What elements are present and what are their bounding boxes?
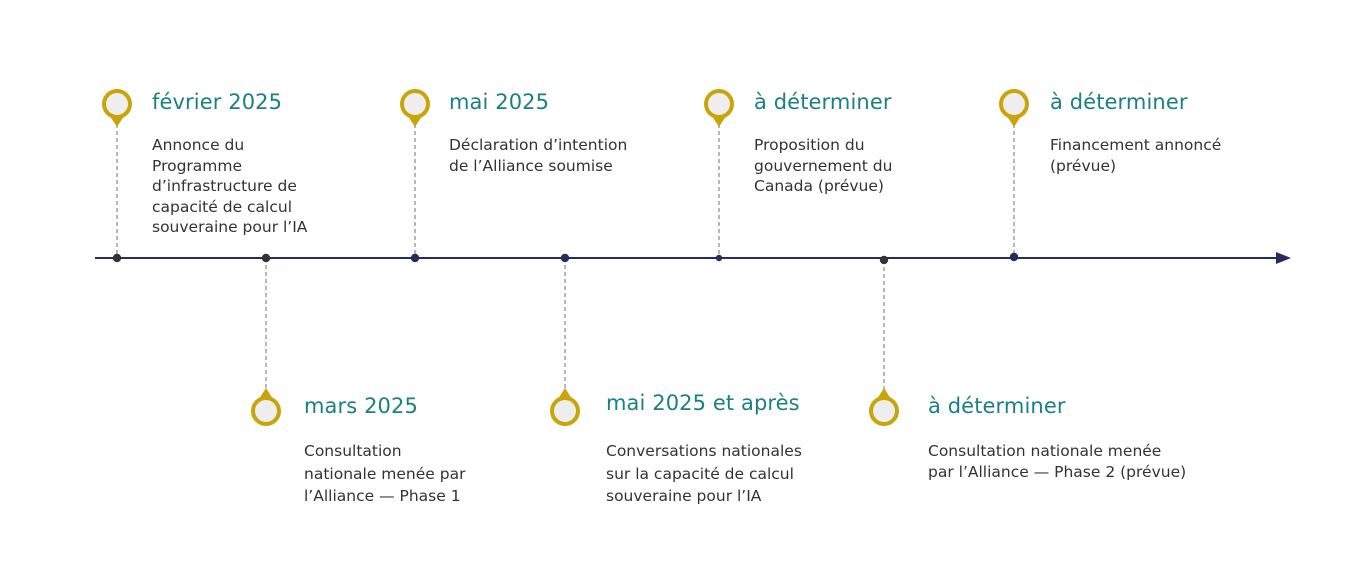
map-pin-icon (999, 89, 1029, 127)
event-description-line: sur la capacité de calcul (606, 464, 794, 483)
map-pin-icon (550, 388, 580, 426)
event-description-line: nationale menée par (304, 464, 466, 483)
event-description: Annonce du Programme d’infrastructure de… (152, 135, 307, 238)
timeline-dot (410, 253, 420, 263)
event-description: Conversations nationales sur la capacité… (606, 440, 802, 508)
timeline-marker (102, 89, 132, 258)
event-description-line: souveraine pour l’IA (152, 218, 308, 236)
event-description-line: gouvernement du (754, 156, 893, 175)
map-pin-icon (704, 89, 734, 127)
pin-head (704, 89, 734, 119)
event-description: Consultation nationale menée par l’Allia… (304, 440, 465, 508)
timeline-dot (112, 253, 122, 263)
timeline-dot (1009, 252, 1019, 262)
event-description-line: l’Alliance — Phase 1 (304, 487, 461, 505)
event-date: mars 2025 (304, 394, 418, 418)
event-description: Consultation nationale menée par l’Allia… (928, 441, 1186, 482)
event-description-line: Conversations nationales (606, 442, 802, 460)
map-pin-icon (251, 388, 281, 426)
pin-head (102, 89, 132, 119)
event-date: mai 2025 et après (606, 391, 800, 415)
event-description-line: capacité de calcul (152, 197, 293, 216)
event-description: Proposition du gouvernement du Canada (p… (754, 135, 892, 197)
event-description-line: Financement annoncé (1050, 136, 1222, 154)
timeline-marker (400, 89, 430, 258)
event-description-line: Déclaration d’intention (449, 136, 628, 154)
timeline-marker (550, 258, 580, 426)
event-description-line: Annonce du (152, 136, 245, 154)
map-pin-icon (400, 89, 430, 127)
timeline-dot (879, 255, 889, 265)
event-description-line: (prévue) (1050, 156, 1117, 175)
arrow-right-icon (1276, 252, 1291, 264)
event-description-line: souveraine pour l’IA (606, 487, 762, 505)
event-description: Financement annoncé (prévue) (1050, 135, 1221, 176)
pin-head (550, 396, 580, 426)
map-pin-icon (869, 388, 899, 426)
event-description: Déclaration d’intention de l’Alliance so… (449, 135, 627, 176)
event-description-line: Programme (152, 156, 243, 175)
event-description-line: Consultation (304, 442, 402, 460)
timeline-dot (715, 254, 723, 262)
timeline-marker (704, 89, 734, 258)
event-date: février 2025 (152, 90, 283, 114)
timeline-dot (261, 253, 271, 263)
event-description-line: de l’Alliance soumise (449, 156, 613, 175)
event-date: mai 2025 (449, 90, 550, 114)
timeline-dot (560, 253, 570, 263)
event-date: à déterminer (1050, 90, 1188, 114)
event-description-line: Canada (prévue) (754, 177, 884, 195)
event-date: à déterminer (754, 90, 892, 114)
event-date: à déterminer (928, 394, 1066, 418)
event-description-line: d’infrastructure de (152, 177, 297, 195)
event-description-line: par l’Alliance — Phase 2 (prévue) (928, 462, 1187, 481)
map-pin-icon (102, 89, 132, 127)
timeline-marker (251, 258, 281, 426)
timeline-marker (869, 260, 899, 426)
event-description-line: Consultation nationale menée (928, 442, 1162, 460)
pin-head (869, 396, 899, 426)
timeline-marker (999, 89, 1029, 257)
pin-head (400, 89, 430, 119)
pin-head (251, 396, 281, 426)
event-description-line: Proposition du (754, 136, 865, 154)
pin-head (999, 89, 1029, 119)
